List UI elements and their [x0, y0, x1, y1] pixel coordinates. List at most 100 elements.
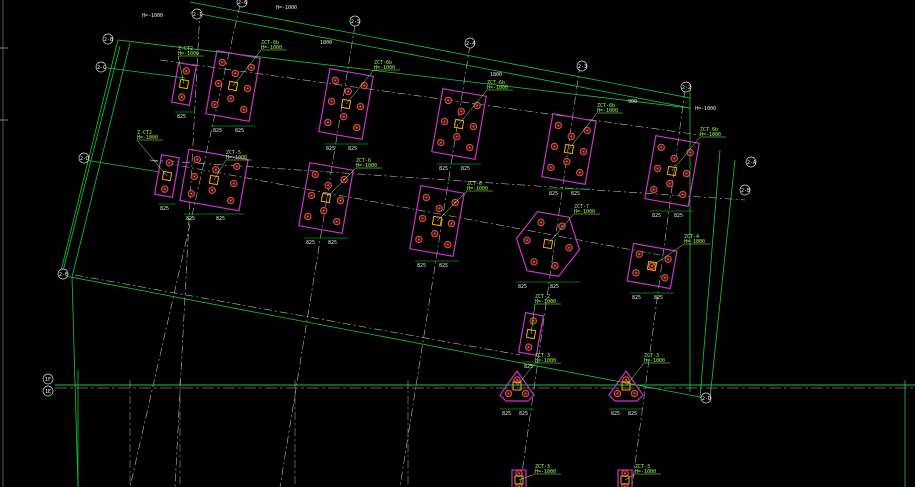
axis-bubble-2-B[interactable]: 2-B	[739, 184, 751, 196]
pile-center-icon	[586, 129, 589, 132]
pile-center-icon	[549, 166, 552, 169]
pile-center-icon	[507, 392, 510, 395]
axis-bubble-2-E[interactable]: 2-E	[57, 268, 69, 280]
axis-bubble-2-B[interactable]: 2-B	[102, 33, 114, 45]
axis-bubble-1e: 1E	[45, 389, 51, 395]
pile-center-icon	[232, 182, 235, 185]
pile-cap-elevation: H=-1000	[178, 51, 199, 57]
pile-center-icon	[624, 472, 626, 475]
pile-center-icon	[554, 264, 557, 267]
pile-cap-name: ZCT-3	[644, 353, 659, 359]
dimension-text: 825	[518, 284, 527, 290]
pile-cap-name: ZCT-4	[684, 234, 699, 240]
dimension-text: 825	[571, 191, 580, 197]
rotated-axis-bubbles-top[interactable]: 2-6 2-5 2-4 2-3 2-2 2-1 2-B 2-C 2-D 2-E 2-A 2-B 2-D	[57, 0, 757, 404]
column-icon	[542, 238, 554, 250]
pile-cap-name: ZCT-6b	[487, 80, 505, 86]
pile-center-icon	[314, 173, 317, 176]
pile-center-icon	[190, 192, 193, 195]
dimension-text: 825	[550, 284, 559, 290]
axis-bubble-2-1[interactable]: 2-1	[191, 8, 203, 20]
dimension-text: 825	[654, 295, 663, 301]
dimension-text: 825	[439, 166, 448, 172]
dimension-text: 825	[549, 191, 558, 197]
pile-center-icon	[472, 125, 475, 128]
pile-center-icon	[667, 258, 670, 261]
pile-center-icon	[633, 392, 636, 395]
note-top-right: H=-1000	[276, 5, 297, 11]
pile-center-icon	[518, 472, 520, 475]
axis-bubble-2-2[interactable]: 2-2	[680, 81, 692, 93]
pile-cap-elevation: H=-1000	[535, 469, 556, 475]
axis-bubble-label: 2-5	[351, 19, 360, 25]
pile-cap-name: ZCT-6b	[700, 127, 718, 133]
pile-center-icon	[656, 167, 659, 170]
axis-bubble-2-6[interactable]: 2-6	[236, 0, 248, 8]
pile-cap-name: ZCT-2	[535, 294, 550, 300]
pile-cap-outline	[170, 62, 198, 106]
dimension-text: 825	[519, 411, 528, 417]
column-icon	[453, 118, 465, 130]
pile-cap-name: ZCT-6	[356, 158, 371, 164]
pile-center-icon	[310, 194, 313, 197]
axis-bubble-2-C[interactable]: 2-C	[95, 61, 107, 73]
pile-center-icon	[616, 392, 619, 395]
axis-bubble-bottom-right[interactable]: 2-D	[700, 392, 712, 404]
pile-center-icon	[322, 209, 325, 212]
column-icon	[340, 98, 352, 110]
axis-bubble-label: 2-A	[747, 160, 756, 166]
axis-bubble-label: 2-D	[702, 396, 711, 402]
pile-cap-elevation: H=-1000	[261, 45, 282, 51]
pile-center-icon	[246, 87, 249, 90]
axis-bubble-2-3[interactable]: 2-3	[576, 60, 588, 72]
pile-center-icon	[347, 90, 350, 93]
pile-center-icon	[446, 243, 449, 246]
pile-center-icon	[625, 379, 627, 381]
pile-cap-elevation: H=-1000	[487, 85, 508, 91]
axis-bubble-group-left[interactable]: 1F 1E	[42, 373, 54, 397]
pile-center-icon	[335, 220, 338, 223]
column-icon	[208, 174, 220, 186]
axis-bubble-2-5[interactable]: 2-5	[349, 15, 361, 27]
pile-center-icon	[359, 105, 362, 108]
pile-center-icon	[681, 193, 684, 196]
dimension-text: 825	[177, 114, 186, 120]
dimension-text: 825	[674, 213, 683, 219]
pile-center-icon	[342, 115, 345, 118]
pile-cap-name: ZCT-6b	[261, 40, 279, 46]
axis-bubble-label: 2-3	[578, 64, 587, 70]
axis-bubble-2-A[interactable]: 2-A	[745, 156, 757, 168]
pile-center-icon	[560, 225, 563, 228]
pile-cap-outline	[608, 369, 644, 402]
axis-bubble-2-D[interactable]: 2-D	[78, 152, 90, 164]
pile-cap-name: ZCT-6b	[374, 60, 392, 66]
pile-cap-elevation: H=-1000	[574, 209, 595, 215]
pile-center-icon	[539, 221, 542, 224]
pile-center-icon	[229, 97, 232, 100]
axis-bubble-2-4[interactable]: 2-4	[464, 37, 476, 49]
pile-center-icon	[673, 157, 676, 160]
pile-center-icon	[553, 145, 556, 148]
dimension-text: 825	[186, 216, 195, 222]
pile-center-icon	[433, 232, 436, 235]
dimension-text: 825	[306, 240, 315, 246]
